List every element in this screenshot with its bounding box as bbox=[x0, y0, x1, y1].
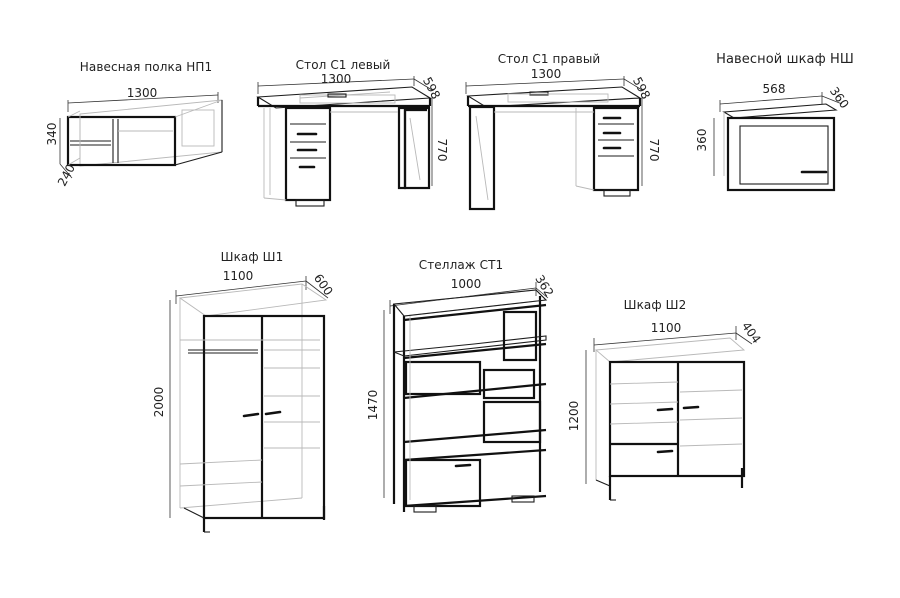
title-desk-right: Стол С1 правый bbox=[497, 52, 601, 66]
desk-right-height-label: 770 bbox=[647, 139, 661, 162]
np1-height-label: 340 bbox=[45, 123, 59, 146]
title-wardrobe-sh1: Шкаф Ш1 bbox=[220, 250, 284, 264]
cabinet-sh2-width-label: 1100 bbox=[651, 321, 682, 335]
wall-cabinet-drawing: 568 360 360 bbox=[695, 82, 852, 192]
wall-cabinet-width-label: 568 bbox=[763, 82, 786, 96]
desk-left-height-label: 770 bbox=[435, 139, 449, 162]
desk-right-depth-label: 598 bbox=[630, 75, 653, 102]
wardrobe-sh1-width-label: 1100 bbox=[223, 269, 254, 283]
wardrobe-sh1-drawing: 1100 600 2000 bbox=[152, 269, 336, 533]
wardrobe-sh1-height-label: 2000 bbox=[152, 387, 166, 418]
desk-right-width-label: 1300 bbox=[531, 67, 562, 81]
cabinet-sh2-depth-label: 404 bbox=[739, 319, 764, 346]
wardrobe-sh1-depth-label: 600 bbox=[311, 271, 336, 298]
shelf-np1-drawing: 1300 340 240 bbox=[45, 86, 223, 189]
title-rack-st1: Стеллаж СТ1 bbox=[418, 258, 504, 272]
title-cabinet-sh2: Шкаф Ш2 bbox=[623, 298, 687, 312]
title-desk-left: Стол С1 левый bbox=[295, 58, 391, 72]
rack-st1-drawing: 1000 362 1470 bbox=[366, 272, 556, 513]
desk-left-depth-label: 598 bbox=[420, 75, 443, 102]
rack-st1-height-label: 1470 bbox=[366, 390, 380, 421]
np1-width-label: 1300 bbox=[127, 86, 158, 100]
cabinet-sh2-height-label: 1200 bbox=[567, 401, 581, 432]
desk-left-drawing: 1300 598 770 bbox=[256, 72, 449, 207]
rack-st1-width-label: 1000 bbox=[451, 277, 482, 291]
desk-left-width-label: 1300 bbox=[321, 72, 352, 86]
title-wall-cabinet: Навесной шкаф НШ bbox=[716, 52, 854, 67]
wall-cabinet-height-label: 360 bbox=[695, 129, 709, 152]
cabinet-sh2-drawing: 1100 404 1200 bbox=[567, 319, 764, 501]
desk-right-drawing: 1300 598 770 bbox=[465, 67, 661, 211]
title-shelf-np1: Навесная полка НП1 bbox=[79, 60, 213, 74]
